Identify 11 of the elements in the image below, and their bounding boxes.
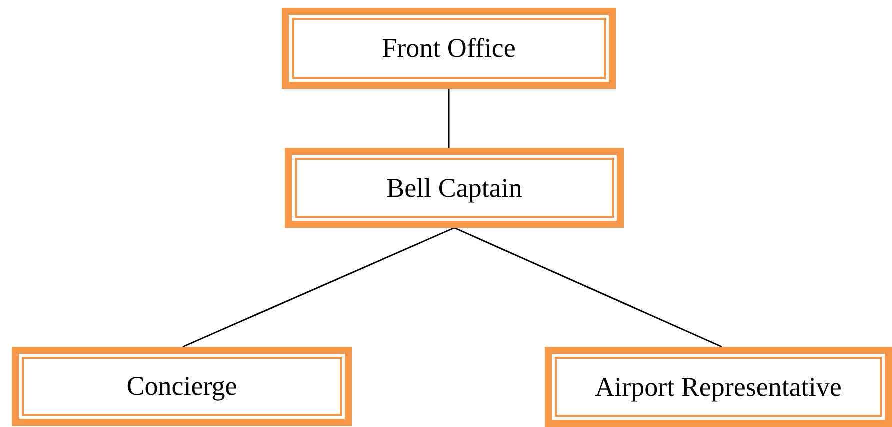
role-box: [285, 148, 624, 228]
connector-line: [448, 89, 450, 148]
role-box: [282, 8, 616, 89]
connector-line: [182, 227, 455, 348]
role-label: Bell Captain: [386, 172, 522, 204]
role-label: Airport Representative: [595, 372, 842, 402]
role-label: Front Office: [382, 33, 516, 64]
role-box: [12, 347, 352, 426]
role-box: [545, 347, 892, 427]
role-label: Concierge: [126, 371, 238, 402]
connector-line: [454, 227, 722, 348]
